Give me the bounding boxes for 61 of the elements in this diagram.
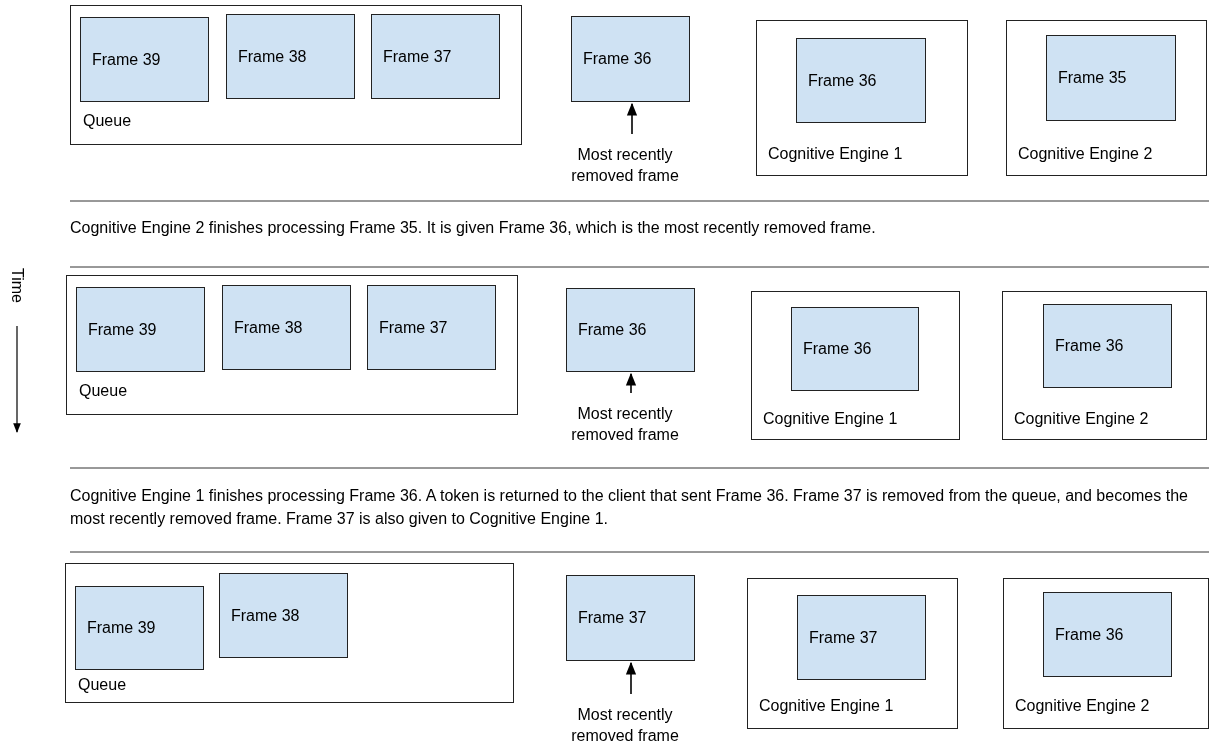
container-label: Queue [83,112,132,130]
frame-label: Frame 36 [807,71,877,90]
frame-box [1043,592,1172,677]
frame-box [1046,35,1176,121]
frame-label: Frame 36 [1054,337,1124,355]
frame-box [226,14,355,99]
container-label: Queue [78,676,127,694]
frame-box [566,288,695,372]
axis-label: Time [8,268,27,303]
queue-container [65,563,514,703]
container-label: Cognitive Engine 2 [1018,145,1153,163]
container-label: Cognitive Engine 2 [1014,410,1149,428]
frame-box [80,17,209,102]
container-label: Cognitive Engine 1 [763,410,898,428]
frame-box [566,575,695,661]
container-label: Cognitive Engine 1 [759,697,894,715]
description-text: Cognitive Engine 1 finishes processing Frame 36. A token is returned to the client that sent Frame 36. Frame 37 is removed from the queue, and becomes the most recently removed frame. Frame 37 is also given to Cognitive Engine 1. [70,486,1189,529]
annotation-text: Most recently removed frame [545,403,705,445]
frame-box [1043,304,1172,388]
frame-label: Frame 39 [87,320,157,339]
container-label: Queue [79,382,128,400]
frame-label: Frame 38 [233,318,303,337]
engine-container [1006,20,1207,176]
engine-container [747,578,958,729]
frame-box [76,287,205,372]
annotation-text: Most recently removed frame [545,704,705,746]
frame-box [571,16,690,102]
engine-container [1003,578,1209,729]
frame-label: Frame 37 [382,47,452,66]
frame-label: Frame 39 [86,619,156,637]
frame-label: Frame 36 [582,50,652,68]
arrow [625,661,637,695]
queue-container [66,275,518,415]
frame-label: Frame 38 [237,47,307,66]
frame-label: Frame 37 [378,318,448,337]
frame-label: Frame 36 [1054,625,1124,644]
frame-box [222,285,351,370]
engine-container [1002,291,1207,440]
frame-box [797,595,926,680]
frame-label: Frame 36 [802,340,872,358]
arrow [626,102,638,135]
frame-box [796,38,926,123]
frame-box [791,307,919,391]
container-label: Cognitive Engine 2 [1015,697,1150,715]
frame-box [367,285,496,370]
frame-label: Frame 37 [577,609,647,627]
engine-container [751,291,960,440]
annotation-text: Most recently removed frame [545,144,705,186]
container-label: Cognitive Engine 1 [768,145,903,163]
frame-label: Frame 39 [91,50,161,69]
frame-box [371,14,500,99]
frame-box [75,586,204,670]
frame-label: Frame 35 [1057,69,1127,87]
frame-label: Frame 37 [808,628,878,647]
queue-container [70,5,522,145]
arrow [625,372,637,394]
frame-label: Frame 36 [577,321,647,339]
engine-container [756,20,968,176]
frame-box [219,573,348,658]
description-text: Cognitive Engine 2 finishes processing Frame 35. It is given Frame 36, which is the most recently removed frame. [70,218,877,238]
frame-label: Frame 38 [230,606,300,625]
